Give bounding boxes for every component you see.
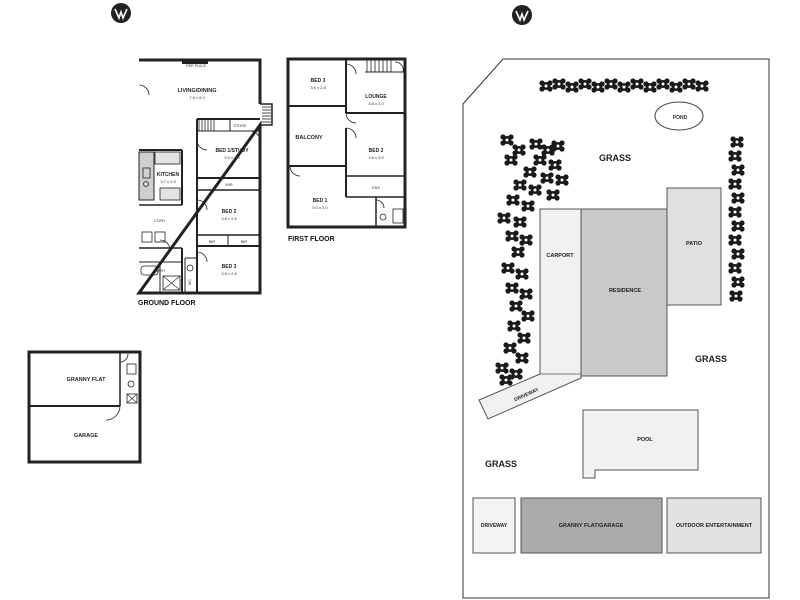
residence-label: RESIDENCE xyxy=(609,288,641,294)
living-dining-label: LIVING/DINING xyxy=(177,88,216,94)
first-bed1-dims: 5.0 x 3.0 xyxy=(312,205,328,210)
ground-bed3-dims: 3.8 x 2.8 xyxy=(221,271,237,276)
outdoor-entertainment-block xyxy=(666,497,762,554)
granny-flat-plan xyxy=(27,350,142,464)
pond xyxy=(654,101,704,131)
carport-label: CARPORT xyxy=(546,253,574,259)
ground-bed3-label: BED 3 xyxy=(222,264,237,270)
living-dining-dims: 7.6 x 6.0 xyxy=(189,95,205,100)
driveway-label: DRIVEWAY xyxy=(481,523,508,529)
north-arrow-icon xyxy=(111,3,131,23)
first-bed1-label: BED 1 xyxy=(313,198,328,204)
first-bed3-label: BED 3 xyxy=(311,78,326,84)
bir-label: BIR xyxy=(209,240,216,244)
north-arrow-icon xyxy=(512,5,532,25)
laundry-label: L'DRY xyxy=(154,218,166,223)
ground-bed2-dims: 3.8 x 2.6 xyxy=(221,216,237,221)
first-bed3-dims: 3.6 x 2.8 xyxy=(310,85,326,90)
ground-floor-plan xyxy=(136,58,273,295)
first-floor-caption: FIRST FLOOR xyxy=(288,236,335,243)
granny-flat-label: GRANNY FLAT xyxy=(67,377,107,383)
first-bed2-dims: 3.6 x 3.0 xyxy=(368,155,384,160)
garage-label: GARAGE xyxy=(74,433,98,439)
patio-label: PATIO xyxy=(686,241,703,247)
patio-block xyxy=(666,187,722,306)
grass-label: GRASS xyxy=(485,459,517,469)
ground-bed2-label: BED 2 xyxy=(222,209,237,215)
ensuite-label: ENS xyxy=(372,186,380,190)
first-floor-plan xyxy=(286,57,407,229)
kitchen-label: KITCHEN xyxy=(157,172,180,178)
ground-bed1-dims: 3.0 x 3.0 xyxy=(224,155,240,160)
first-bed2-label: BED 2 xyxy=(369,148,384,154)
balcony-label: BALCONY xyxy=(295,135,323,141)
grass-label: GRASS xyxy=(599,153,631,163)
site-plan xyxy=(462,58,770,599)
pool-label: POOL xyxy=(637,437,653,443)
pool-block xyxy=(582,409,699,479)
bir-label: BIR xyxy=(241,240,248,244)
ground-floor-caption: GROUND FLOOR xyxy=(138,300,196,307)
granny-garage-label: GRANNY FLAT/GARAGE xyxy=(559,523,624,529)
wc-label: WC xyxy=(188,279,192,286)
driveway-block xyxy=(472,497,516,554)
pond-label: POND xyxy=(673,115,688,121)
lounge-label: LOUNGE xyxy=(365,94,387,100)
wir-label: WIR xyxy=(225,183,233,187)
grass-label: GRASS xyxy=(695,354,727,364)
outdoor-entertainment-label: OUTDOOR ENTERTAINMENT xyxy=(676,523,753,529)
bath-label: BATH xyxy=(155,269,165,273)
granny-garage-block xyxy=(520,497,663,554)
lounge-dims: 3.8 x 3.0 xyxy=(368,101,384,106)
store-label: STORE xyxy=(233,124,246,128)
kitchen-dims: 3.7 x 2.9 xyxy=(160,179,176,184)
fireplace-label: FIRE PLACE xyxy=(186,64,207,68)
ground-bed1-label: BED 1/STUDY xyxy=(215,148,249,154)
residence-block xyxy=(580,208,668,377)
